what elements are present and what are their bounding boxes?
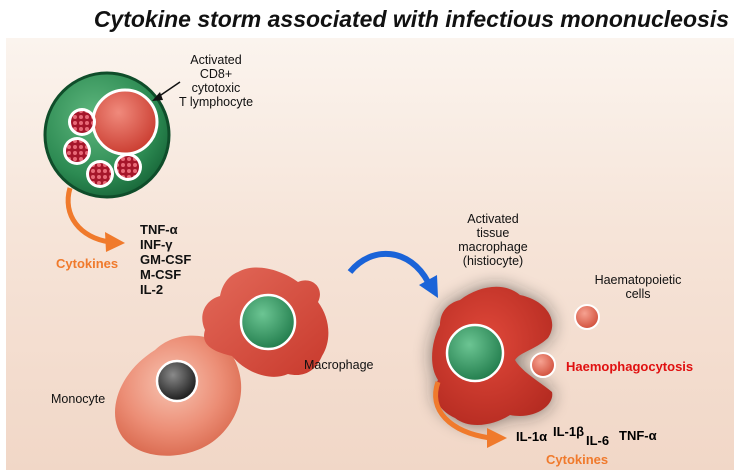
cytokine-il1a: IL-1α — [516, 429, 548, 444]
macrophage-label: Macrophage — [304, 358, 374, 372]
pointer-line — [157, 81, 181, 98]
ctl-label-line-1: Activated — [190, 53, 242, 67]
cytokine-item: GM-CSF — [140, 252, 192, 267]
orange-arrow-left — [65, 187, 111, 245]
cytokine-item: TNF-α — [140, 222, 178, 237]
page-title: Cytokine storm associated with infectiou… — [0, 2, 741, 36]
activated-macrophage-label-line-3: macrophage — [458, 240, 528, 254]
granule-group — [63, 108, 142, 188]
cytokine-list: TNF-α INF-γ GM-CSF M-CSF IL-2 — [140, 222, 191, 297]
activated-macrophage-label-line-1: Activated — [467, 212, 519, 226]
ctl-label-line-3: cytotoxic — [191, 81, 241, 95]
haematopoietic-label-line-1: Haematopoietic — [594, 273, 682, 287]
activated-macrophage-label-line-4: (histiocyte) — [462, 254, 524, 268]
orange-arrowhead-right — [487, 428, 507, 448]
cytokine-item: IL-2 — [140, 282, 164, 297]
cytokine-il6: IL-6 — [586, 433, 610, 448]
activated-macrophage-label-line-2: tissue — [476, 226, 510, 240]
cytokine-tnfa: TNF-α — [619, 428, 657, 443]
ctl-label: Activated CD8+ cytotoxic T lymphocyte — [178, 53, 254, 109]
pointer-arrowhead — [152, 92, 163, 101]
cd8-t-lymphocyte — [43, 71, 171, 199]
blue-arrowhead — [419, 275, 438, 298]
haematopoietic-label: Haematopoietic cells — [588, 273, 688, 301]
blue-arrow — [347, 250, 431, 284]
macrophage-cell — [202, 267, 329, 377]
haemophagocytosis-label: Haemophagocytosis — [566, 359, 694, 374]
haematopoietic-cells — [530, 304, 600, 378]
orange-arrow-right — [433, 381, 491, 441]
ctl-label-line-4: T lymphocyte — [178, 95, 254, 109]
ctl-label-line-2: CD8+ — [199, 67, 233, 81]
haematopoietic-label-line-2: cells — [625, 287, 651, 301]
cytokine-item: M-CSF — [140, 267, 182, 282]
monocyte-label: Monocyte — [51, 392, 106, 406]
monocyte-cell — [115, 335, 242, 456]
cytokines-right-label: Cytokines — [546, 452, 609, 467]
cytokine-il1b: IL-1β — [553, 424, 585, 439]
cytokine-item: INF-γ — [140, 237, 173, 252]
activated-macrophage-cell — [432, 286, 553, 426]
activated-macrophage-label: Activated tissue macrophage (histiocyte) — [445, 212, 541, 268]
cytokines-left-label: Cytokines — [56, 256, 119, 271]
orange-arrowhead-left — [105, 232, 125, 252]
